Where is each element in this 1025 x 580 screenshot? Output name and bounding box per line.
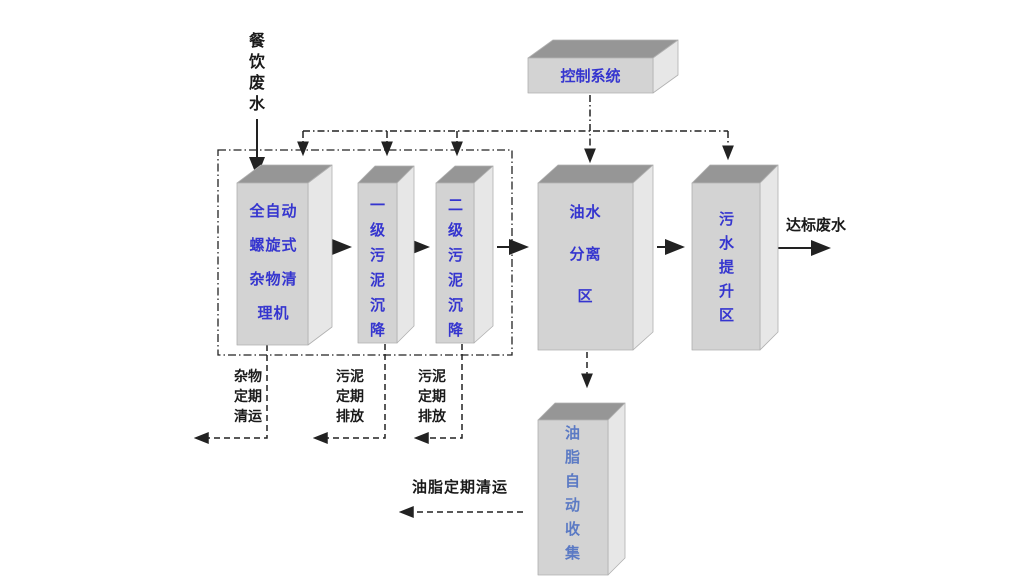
sludge-discharge-2-label-line: 污泥 bbox=[418, 368, 446, 384]
oil-water-separation-label-line: 油水 bbox=[569, 204, 602, 221]
sludge-settling-2-label: 二 级 污 泥 沉 降 bbox=[447, 193, 464, 343]
oil-water-separation-label-line: 分离 bbox=[569, 246, 602, 263]
influent-char: 餐 bbox=[248, 33, 265, 50]
junk-removal-arrow bbox=[193, 345, 268, 444]
oil-water-separation-box-front bbox=[537, 182, 634, 351]
cleaner-label-line: 螺旋式 bbox=[249, 237, 298, 254]
sludge-settling-1-box-front bbox=[357, 182, 398, 344]
grease-collection-char: 脂 bbox=[564, 449, 580, 466]
sludge-discharge-1-label-line: 定期 bbox=[336, 388, 364, 404]
sludge-settling-2-box-side bbox=[473, 165, 494, 344]
junk-removal-label-line: 杂物 bbox=[234, 368, 262, 384]
sludge-settling-2-char: 泥 bbox=[447, 272, 463, 289]
cleaner-box-front bbox=[236, 182, 309, 346]
junk-removal-label: 杂物 定期 清运 bbox=[232, 366, 264, 426]
influent-char: 废 bbox=[248, 75, 265, 92]
sludge-settling-2-char: 降 bbox=[447, 322, 463, 339]
control-system-box-top bbox=[527, 39, 679, 59]
grease-collection-box-front bbox=[537, 419, 609, 576]
grease-collection-char: 自 bbox=[564, 473, 580, 490]
sludge-discharge-1-label-line: 排放 bbox=[336, 408, 364, 424]
sewage-lifting-char: 水 bbox=[718, 235, 734, 252]
sludge-settling-2-box bbox=[435, 165, 494, 344]
sludge-discharge-1-label: 污泥 定期 排放 bbox=[334, 366, 366, 426]
influent-char: 饮 bbox=[248, 54, 265, 71]
sewage-lifting-char: 提 bbox=[718, 259, 734, 276]
sludge-discharge-arrow-2 bbox=[413, 344, 463, 444]
sludge-discharge-arrow-1 bbox=[312, 344, 386, 444]
sludge-settling-2-char: 二 bbox=[447, 197, 463, 214]
control-system-label: 控制系统 bbox=[560, 68, 621, 85]
sludge-settling-1-char: 一 bbox=[369, 197, 385, 214]
sludge-settling-1-box bbox=[357, 165, 415, 344]
grease-collection-char: 集 bbox=[564, 545, 580, 562]
junk-removal-label-line: 清运 bbox=[234, 408, 262, 424]
sludge-discharge-2-label: 污泥 定期 排放 bbox=[416, 366, 448, 426]
sewage-lifting-box-side bbox=[759, 164, 779, 351]
grease-collection-char: 动 bbox=[564, 497, 580, 514]
sludge-discharge-2-label-line: 定期 bbox=[418, 388, 446, 404]
cleaner-box bbox=[236, 164, 333, 346]
grease-collection-char: 收 bbox=[564, 521, 580, 538]
grease-collection-box-side bbox=[607, 402, 626, 576]
influent-char: 水 bbox=[248, 96, 265, 113]
sludge-settling-1-char: 沉 bbox=[369, 297, 385, 314]
sludge-settling-1-label: 一 级 污 泥 沉 降 bbox=[369, 193, 386, 343]
grease-removal-label: 油脂定期清运 bbox=[412, 479, 509, 496]
sewage-lifting-char: 区 bbox=[718, 307, 734, 324]
sludge-settling-1-char: 降 bbox=[369, 322, 385, 339]
sewage-lifting-char: 升 bbox=[718, 283, 734, 300]
sludge-settling-1-char: 污 bbox=[369, 247, 385, 264]
sludge-settling-1-char: 级 bbox=[369, 222, 385, 239]
sludge-settling-1-char: 泥 bbox=[369, 272, 385, 289]
cleaner-box-side bbox=[307, 164, 333, 346]
cleaner-label-line: 全自动 bbox=[249, 203, 298, 220]
effluent-label: 达标废水 bbox=[786, 217, 847, 234]
sludge-settling-2-box-front bbox=[435, 182, 475, 344]
sludge-settling-1-box-side bbox=[396, 165, 415, 344]
sewage-lifting-box-front bbox=[691, 182, 761, 351]
cleaner-label: 全自动 螺旋式 杂物清 理机 bbox=[238, 195, 309, 331]
sludge-discharge-1-label-line: 污泥 bbox=[336, 368, 364, 384]
sewage-lifting-label: 污 水 提 升 区 bbox=[718, 208, 735, 328]
junk-removal-label-line: 定期 bbox=[234, 388, 262, 404]
grease-collection-box bbox=[537, 402, 626, 576]
oil-water-separation-box bbox=[537, 164, 654, 351]
sludge-settling-2-char: 沉 bbox=[447, 297, 463, 314]
cleaner-label-line: 理机 bbox=[257, 305, 290, 322]
influent-label: 餐 饮 废 水 bbox=[248, 31, 266, 115]
sewage-lifting-char: 污 bbox=[718, 211, 734, 228]
sludge-settling-2-char: 级 bbox=[447, 222, 463, 239]
grease-collection-char: 油 bbox=[564, 425, 580, 442]
pretreatment-enclosure-border bbox=[217, 149, 513, 356]
control-system-box-front bbox=[527, 57, 654, 94]
control-system-box bbox=[527, 39, 679, 94]
cleaner-label-line: 杂物清 bbox=[249, 271, 298, 288]
sludge-settling-2-char: 污 bbox=[447, 247, 463, 264]
sewage-lifting-box bbox=[691, 164, 779, 351]
oil-water-separation-box-side bbox=[632, 164, 654, 351]
oil-water-separation-label-line: 区 bbox=[577, 288, 594, 305]
sludge-discharge-2-label-line: 排放 bbox=[418, 408, 446, 424]
grease-collection-label: 油 脂 自 动 收 集 bbox=[564, 422, 581, 566]
oil-water-separation-label: 油水 分离 区 bbox=[540, 192, 631, 318]
